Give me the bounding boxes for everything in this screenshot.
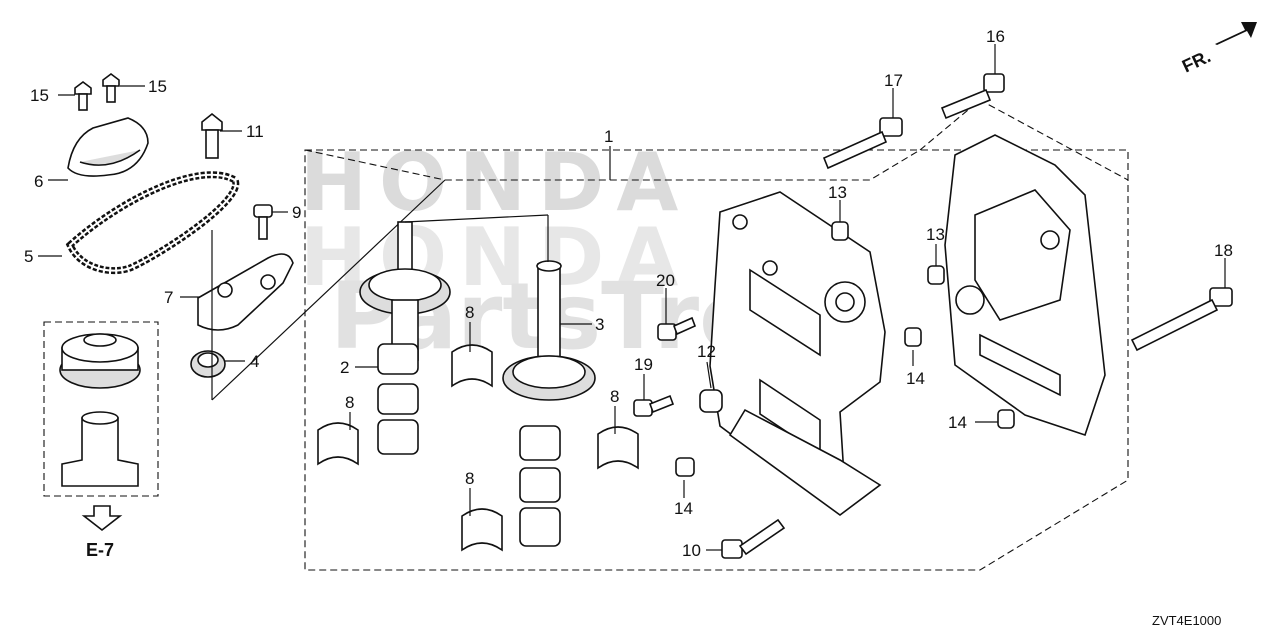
callout-16: 16 [986,27,1005,46]
dowel-13b [927,265,945,285]
front-arrow-icon [1215,22,1257,45]
bolt-19 [633,394,675,417]
cylinder-head [944,134,1106,437]
callout-13-right: 13 [926,225,945,244]
dowel-14b [997,409,1015,429]
callout-14-right: 14 [948,413,967,432]
callout-1: 1 [604,127,613,146]
chain-guide [197,253,294,331]
callout-13-left: 13 [828,183,847,202]
chain-tensioner [67,117,149,177]
cam-holder [709,191,886,516]
callout-3: 3 [595,315,604,334]
callout-15-left: 15 [30,86,49,105]
collar-12 [699,389,723,413]
callout-12: 12 [697,342,716,361]
callout-8-upper: 8 [465,303,474,322]
dowel-14a [904,327,922,347]
callout-18: 18 [1214,241,1233,260]
camshaft-2 [359,221,451,455]
callout-8-left: 8 [345,393,354,412]
callout-5: 5 [24,247,33,266]
callout-2: 2 [340,358,349,377]
bushing-8a [451,344,493,388]
bolt-17 [822,117,903,170]
callout-17: 17 [884,71,903,90]
bolt-18 [1130,287,1233,352]
callout-4: 4 [250,352,259,371]
callout-8-right: 8 [610,387,619,406]
sprocket [190,350,226,378]
callout-19: 19 [634,355,653,374]
bolt-15-left [74,81,92,111]
front-direction-label: FR. [1179,46,1214,76]
callout-9: 9 [292,203,301,222]
diagram-code: ZVT4E1000 [1152,613,1221,628]
callout-6: 6 [34,172,43,191]
callout-labels: 1 2 3 4 5 6 7 8 8 8 8 9 10 11 12 13 13 1… [24,27,1233,560]
bolt-16 [940,73,1005,120]
callout-15-right: 15 [148,77,167,96]
front-direction-indicator: FR. [1179,22,1257,77]
bolt-15-right [102,73,120,103]
inset-box [43,321,159,497]
watermark-brand: HONDA [300,136,690,229]
callout-8-lower: 8 [465,469,474,488]
cam-chain [65,171,240,275]
page-reference-label: E-7 [86,540,114,560]
camshaft-3 [502,260,596,547]
bolt-11 [201,112,223,159]
dowel-14c [675,457,695,477]
callout-11: 11 [246,122,264,141]
bushing-8c [597,426,639,470]
callout-10: 10 [682,541,701,560]
callout-14-upper: 14 [906,369,925,388]
inset-gear [59,333,141,389]
callout-14-lower: 14 [674,499,693,518]
bolt-10 [721,518,786,559]
dowel-13a [831,221,849,241]
inset-shaft [61,411,139,487]
bolt-9 [253,204,273,240]
callout-20: 20 [656,271,675,290]
callout-7: 7 [164,288,173,307]
bushing-8d [461,508,503,552]
bushing-8b [317,422,359,466]
reference-arrow [81,505,123,532]
bolt-20 [657,316,697,341]
